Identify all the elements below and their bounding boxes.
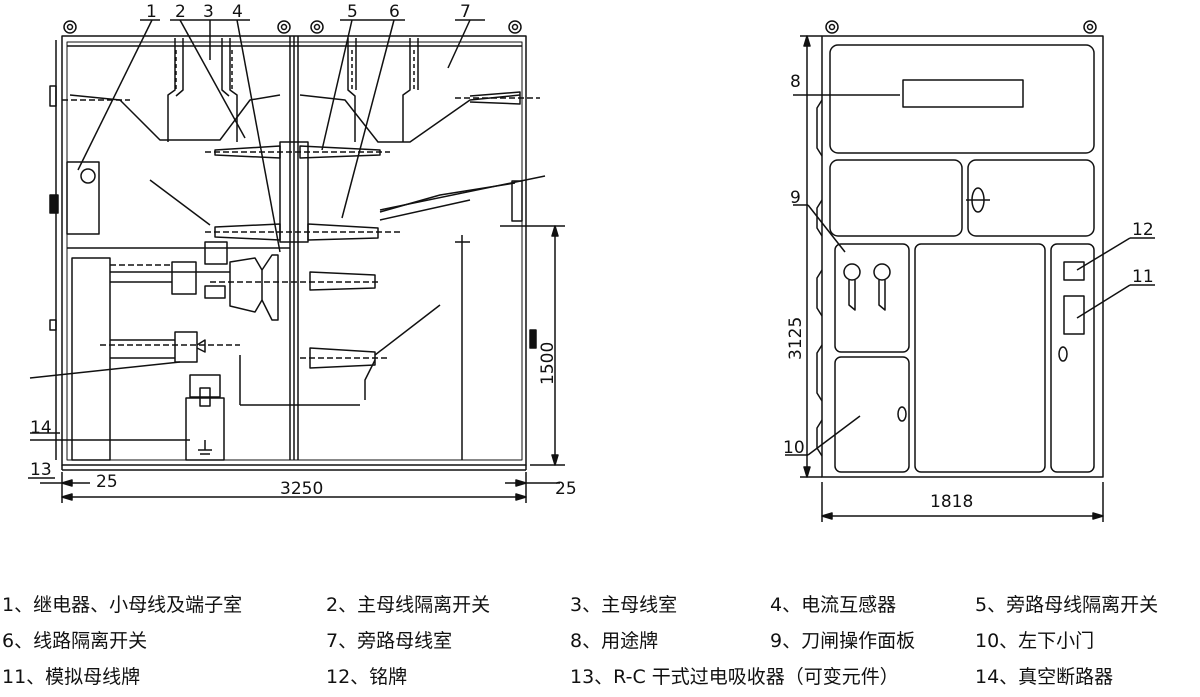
dim-side-width: 1818 — [930, 492, 973, 512]
dim-overall-width: 3250 — [280, 479, 323, 499]
vacuum-breaker — [71, 257, 111, 461]
legend-item: 4、电流互感器 — [770, 594, 897, 616]
bushing-lower — [214, 223, 281, 241]
lifting-ring — [310, 20, 324, 34]
legend: 1、继电器、小母线及端子室 2、主母线隔离开关 3、主母线室 4、电流互感器 5… — [0, 585, 1200, 697]
legend-item: 10、左下小门 — [975, 630, 1095, 652]
side-view — [785, 20, 1155, 522]
legend-item: 12、铭牌 — [326, 666, 408, 688]
callout-2: 2 — [175, 2, 186, 22]
lifting-ring — [63, 20, 77, 34]
callout-10: 10 — [783, 438, 805, 458]
legend-item: 2、主母线隔离开关 — [326, 594, 491, 616]
switchgear-drawing: 1 2 3 4 5 6 7 13 14 25 3250 25 1500 8 9 … — [28, 2, 1155, 522]
relay-compartment — [66, 161, 100, 235]
callout-7: 7 — [460, 2, 471, 22]
callout-11: 11 — [1132, 267, 1154, 287]
ct-block — [204, 241, 228, 265]
legend-item: 7、旁路母线室 — [326, 630, 453, 652]
dim-margin-left: 25 — [96, 472, 118, 492]
legend-item: 13、R-C 干式过电吸收器（可变元件） — [570, 666, 899, 688]
callout-4: 4 — [232, 2, 243, 22]
legend-item: 8、用途牌 — [570, 630, 659, 652]
callout-9: 9 — [790, 188, 801, 208]
legend-item: 14、真空断路器 — [975, 666, 1114, 688]
callout-13: 13 — [30, 460, 52, 480]
lower-left-door — [834, 356, 910, 473]
dim-side-height: 3125 — [786, 317, 806, 360]
callout-8: 8 — [790, 72, 801, 92]
callout-1: 1 — [146, 2, 157, 22]
callout-6: 6 — [389, 2, 400, 22]
lifting-ring — [508, 20, 522, 34]
callout-3: 3 — [203, 2, 214, 22]
main-bus-block — [279, 141, 309, 243]
legend-item: 5、旁路母线隔离开关 — [975, 594, 1159, 616]
legend-item: 11、模拟母线牌 — [2, 666, 141, 688]
dim-margin-right: 25 — [555, 479, 577, 499]
front-view — [28, 19, 565, 503]
lifting-ring — [277, 20, 291, 34]
nameplate — [1063, 261, 1085, 281]
side-cabinet-outline — [821, 35, 1104, 478]
callout-5: 5 — [347, 2, 358, 22]
lifting-ring — [825, 20, 839, 34]
legend-item: 6、线路隔离开关 — [2, 630, 148, 652]
legend-item: 3、主母线室 — [570, 594, 678, 616]
callout-12: 12 — [1132, 220, 1154, 240]
upper-panel — [829, 44, 1095, 154]
purpose-plate — [902, 79, 1024, 108]
legend-item: 1、继电器、小母线及端子室 — [2, 594, 243, 616]
operation-panel — [834, 243, 910, 353]
mimic-bus-plate — [1063, 295, 1085, 335]
callout-14: 14 — [30, 418, 52, 438]
lifting-ring — [1083, 20, 1097, 34]
legend-item: 9、刀闸操作面板 — [770, 630, 916, 652]
dim-height: 1500 — [538, 342, 558, 385]
